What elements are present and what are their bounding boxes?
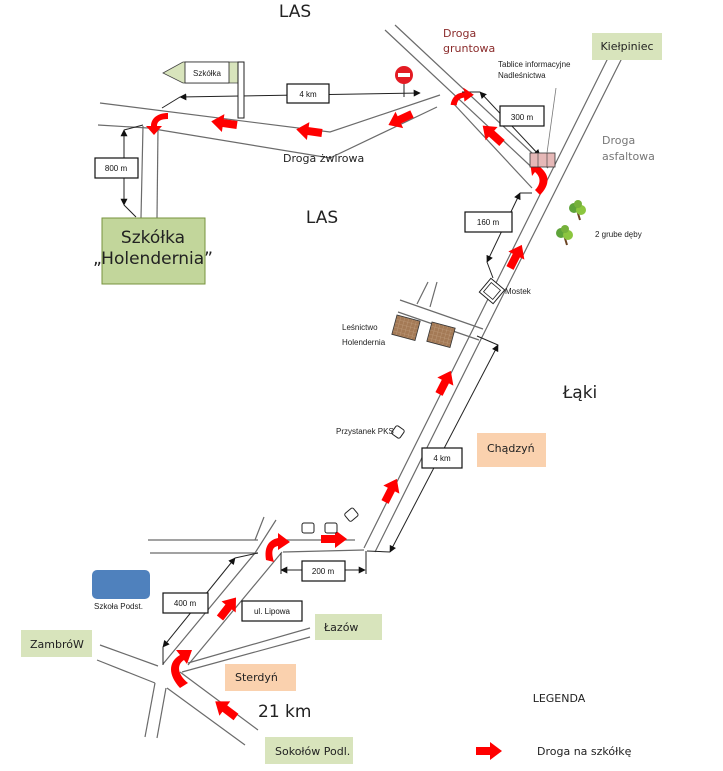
lazow-road-south	[181, 636, 311, 673]
distance-400m: 400 m	[174, 599, 197, 608]
forestry-building	[426, 321, 456, 349]
route-arrow-turn	[530, 162, 548, 195]
asphalt-road-east	[374, 57, 623, 553]
street-name-box	[241, 600, 303, 622]
distance-box	[286, 83, 330, 104]
distance-800m: 800 m	[105, 164, 128, 173]
distance-box	[499, 105, 545, 127]
house-icon	[324, 522, 338, 534]
forestry-spur-west	[416, 281, 429, 305]
forestry-road-north	[399, 299, 484, 330]
nursery-access-west	[140, 125, 144, 219]
no-entry-sign-icon	[395, 66, 413, 97]
forestry-spur-east	[429, 281, 438, 308]
dirt-road-label-1: Droga	[443, 27, 476, 40]
route-arrow-turn	[265, 533, 290, 562]
oak-tree-icon	[556, 225, 573, 246]
bus-stop-label: Przystanek PKS	[336, 427, 394, 436]
sterdyn-label: Sterdyń	[235, 671, 278, 684]
nursery-box	[101, 217, 206, 285]
nursery-access-east	[156, 127, 159, 219]
nursery-label-1: Szkółka	[121, 228, 185, 248]
distance-box	[301, 560, 346, 582]
school-building	[92, 570, 150, 599]
lazow-label: Łazów	[323, 621, 358, 634]
forestry-label-2: Holendernia	[342, 338, 386, 347]
route-arrow	[212, 591, 244, 624]
nursery-label-2: „Holendernia”	[93, 249, 213, 269]
south-road-east	[156, 687, 167, 739]
route-arrow-turn	[146, 113, 168, 135]
distance-200m: 200 m	[312, 567, 335, 576]
legend: LEGENDA Droga na szkółkę	[476, 692, 632, 760]
lazow-road-north	[187, 627, 311, 664]
legend-route-arrow-icon	[476, 742, 502, 760]
bridge-label: Mostek	[505, 287, 532, 296]
forestry-building	[391, 314, 421, 342]
nursery-sign-label: Szkółka	[193, 69, 222, 78]
sokolow-label-box	[265, 737, 353, 764]
info-boards-label-1: Tablice informacyjne	[498, 60, 571, 69]
route-arrow	[209, 694, 242, 725]
distance-box	[421, 447, 463, 469]
lazow-label-box	[315, 614, 382, 640]
forest-label-top: LAS	[279, 2, 311, 22]
zambrow-road-north	[99, 644, 159, 667]
distance-box	[94, 157, 139, 179]
south-road-west	[144, 682, 156, 738]
dirt-road-label-2: gruntowa	[443, 42, 495, 55]
zambrow-label: ZambróW	[30, 638, 84, 651]
kielpiniec-label-box	[592, 33, 662, 60]
house-icon	[301, 522, 315, 534]
sokolow-road-north	[179, 671, 259, 731]
distance-160m: 160 m	[477, 218, 500, 227]
oak-tree-icon	[569, 200, 586, 221]
bridge-icon	[478, 277, 506, 305]
zambrow-road-south	[96, 659, 156, 684]
lipowa-spur-west	[254, 516, 265, 541]
distance-4km-mid: 4 km	[433, 454, 451, 463]
school-label: Szkoła Podst.	[94, 602, 143, 611]
asphalt-road-label-2: asfaltowa	[602, 150, 655, 163]
forestry-label-1: Leśnictwo	[342, 323, 378, 332]
gravel-road-edge-north	[99, 94, 441, 133]
route-arrow-turn	[450, 87, 474, 106]
nursery-signpost: Szkółka	[162, 61, 245, 119]
legend-title: LEGENDA	[533, 692, 586, 705]
route-arrow	[501, 240, 530, 273]
chadzyn-label-box	[477, 433, 546, 467]
gravel-road-edge-south	[97, 106, 438, 159]
bus-stop-icon	[391, 425, 405, 439]
sterdyn-label-box	[225, 664, 296, 691]
distance-box	[464, 211, 513, 233]
legend-route-label: Droga na szkółkę	[537, 745, 632, 758]
kielpiniec-label: Kiełpiniec	[600, 40, 653, 53]
forestry-buildings	[391, 314, 456, 349]
oaks-label: 2 grube dęby	[595, 230, 642, 239]
distance-21km: 21 km	[258, 702, 311, 722]
village-road-south	[150, 549, 365, 554]
asphalt-road-label-1: Droga	[602, 134, 635, 147]
distance-box	[162, 592, 209, 614]
chadzyn-label: Chądzyń	[487, 442, 535, 455]
sokolow-road-south	[166, 687, 246, 746]
street-label: ul. Lipowa	[254, 607, 291, 616]
route-arrow-turn	[171, 650, 192, 688]
route-arrow	[210, 112, 239, 134]
gravel-road-label: Droga żwirowa	[283, 152, 364, 165]
sokolow-label: Sokołów Podl.	[275, 745, 350, 758]
distance-4km-top: 4 km	[299, 90, 317, 99]
route-arrows	[146, 87, 548, 725]
zambrow-label-box	[21, 630, 92, 657]
info-board	[529, 87, 557, 168]
houses	[301, 507, 359, 534]
house-icon	[344, 507, 359, 522]
info-boards-label-2: Nadleśnictwa	[498, 71, 546, 80]
forest-label-center: LAS	[306, 208, 338, 228]
route-arrow	[295, 120, 324, 142]
distance-300m: 300 m	[511, 113, 534, 122]
roads	[96, 24, 623, 746]
meadows-label: Łąki	[562, 383, 598, 403]
